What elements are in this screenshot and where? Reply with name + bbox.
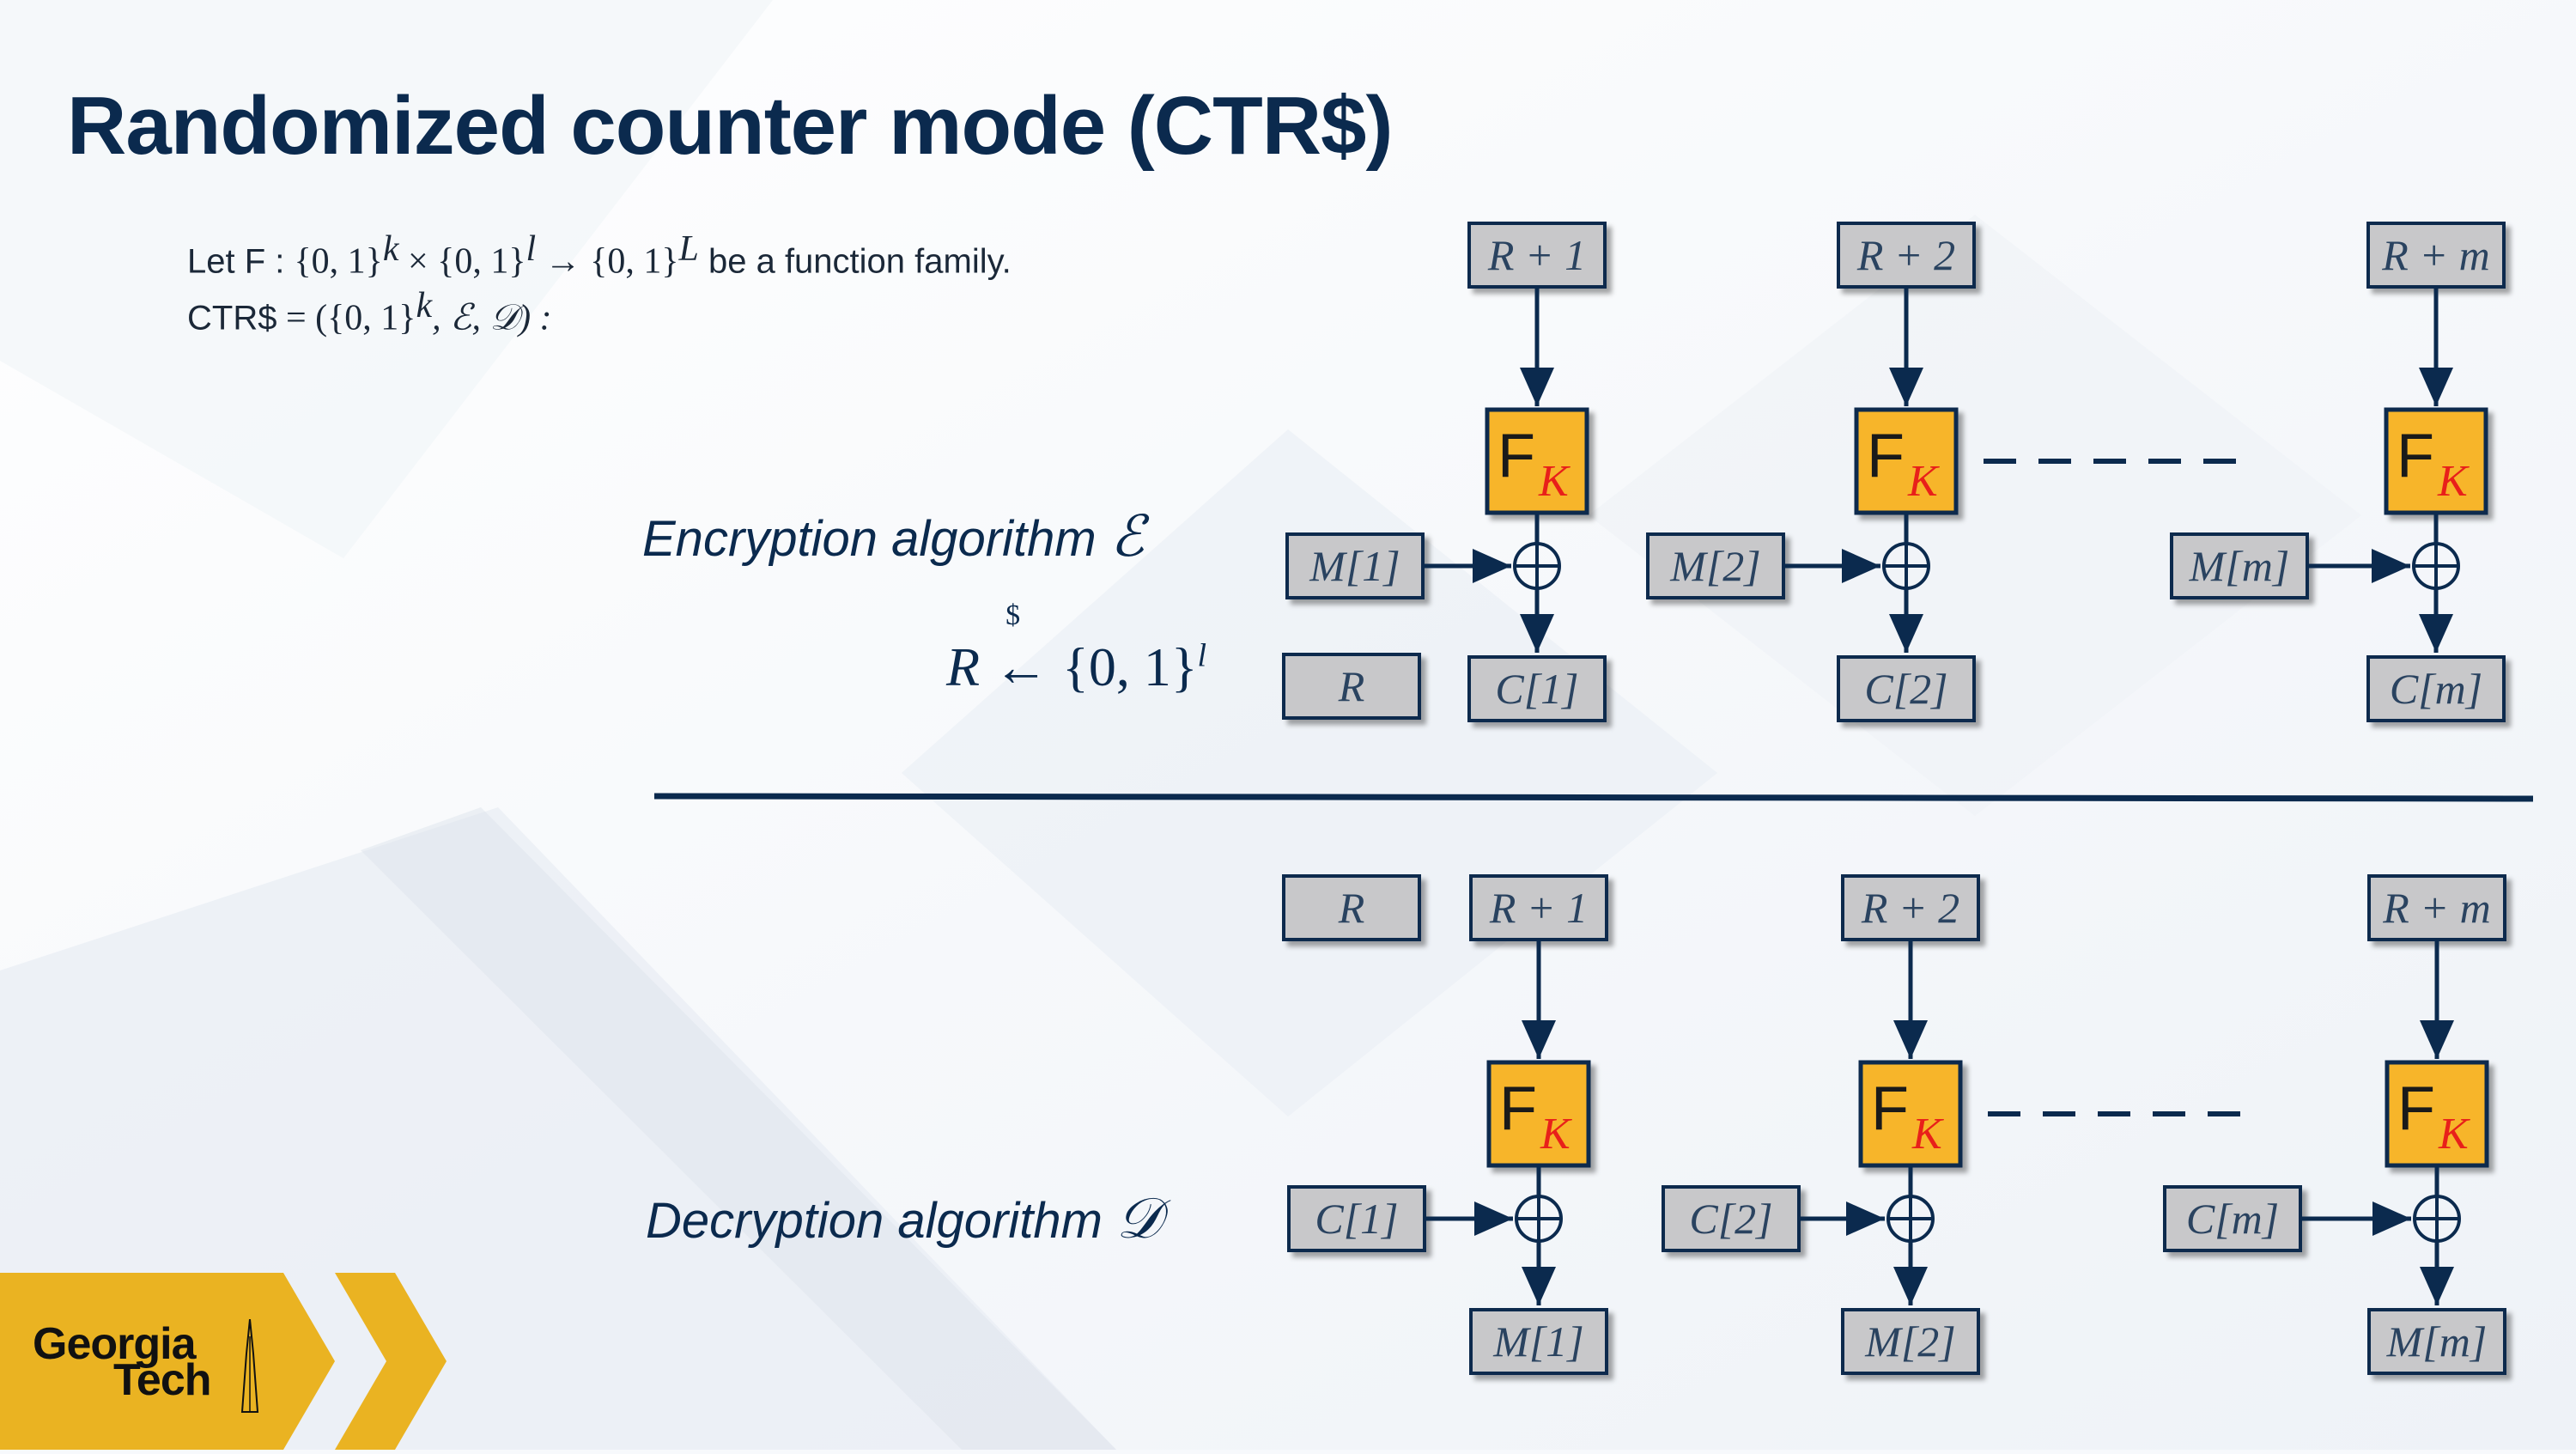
def-times: × xyxy=(398,241,438,282)
dec-fk-box-2-k: K xyxy=(1911,1110,1944,1159)
def-set2: {0, 1} xyxy=(437,241,526,282)
dec-output-box-3 xyxy=(2367,1308,2506,1375)
sampling-arrow: ← xyxy=(993,636,1049,697)
random-sampling: R $← {0, 1}l xyxy=(946,599,1207,699)
dec-r-box-label: R xyxy=(1338,884,1365,932)
scheme-set: {0, 1} xyxy=(327,298,416,338)
def-set1: {0, 1} xyxy=(294,241,383,282)
dec-output-box-1 xyxy=(1469,1308,1608,1375)
enc-counter-box-1 xyxy=(1467,222,1607,289)
enc-fk-box-2-f: F xyxy=(1867,422,1905,490)
logo-wordmark: Georgia Tech xyxy=(33,1319,212,1405)
dec-input-box-1-label: C[1] xyxy=(1315,1195,1398,1243)
scheme-rest: , ℰ, 𝒟) : xyxy=(432,298,552,338)
enc-output-box-1 xyxy=(1467,655,1607,722)
dec-output-box-2 xyxy=(1841,1308,1980,1375)
sampling-arrow-wrap: $← xyxy=(993,599,1049,699)
enc-input-box-2-label: M[2] xyxy=(1669,542,1761,590)
sampling-var: R xyxy=(946,636,981,697)
sampling-set: {0, 1} xyxy=(1048,636,1198,697)
scheme-eq: = ( xyxy=(276,298,328,338)
sampling-sup: l xyxy=(1197,637,1207,674)
dec-input-box-3-label: C[m] xyxy=(2186,1195,2279,1243)
logo-line2: Tech xyxy=(113,1355,212,1405)
slide-title: Randomized counter mode (CTR$) xyxy=(67,80,1393,172)
enc-counter-box-3-label: R + m xyxy=(2381,231,2489,279)
dec-counter-box-1-label: R + 1 xyxy=(1489,884,1588,932)
decryption-symbol: 𝒟 xyxy=(1116,1185,1162,1251)
enc-output-box-1-label: C[1] xyxy=(1495,665,1578,713)
encryption-symbol: ℰ xyxy=(1109,503,1145,569)
dec-input-box-1 xyxy=(1287,1185,1426,1252)
enc-input-box-2 xyxy=(1646,532,1785,599)
enc-r-box-label: R xyxy=(1338,662,1365,710)
dec-fk-box-3-k: K xyxy=(2438,1110,2470,1159)
enc-r-box xyxy=(1282,653,1421,720)
dec-input-box-2 xyxy=(1662,1185,1801,1252)
georgia-tech-logo: Georgia Tech xyxy=(0,1273,455,1450)
logo-line1: Georgia xyxy=(33,1319,196,1369)
scheme-sup: k xyxy=(416,286,433,325)
def-suffix: be a function family. xyxy=(698,242,1012,281)
dec-counter-box-1 xyxy=(1469,874,1608,941)
function-family-definition: Let F : {0, 1}k × {0, 1}l → {0, 1}L be a… xyxy=(187,228,1012,282)
enc-fk-box-1 xyxy=(1485,407,1589,515)
def-arrow: → xyxy=(536,241,591,282)
decryption-label-text: Decryption algorithm xyxy=(646,1193,1103,1249)
enc-fk-box-2-k: K xyxy=(1907,457,1940,506)
decryption-label: Decryption algorithm 𝒟 xyxy=(646,1185,1162,1253)
def-set3: {0, 1} xyxy=(590,241,679,282)
encryption-label: Encryption algorithm ℰ xyxy=(642,503,1145,569)
dec-r-box xyxy=(1282,874,1421,941)
enc-output-box-3-label: C[m] xyxy=(2390,665,2482,713)
enc-fk-box-2 xyxy=(1854,407,1959,515)
dec-fk-box-3 xyxy=(2385,1060,2489,1168)
dec-counter-box-3-label: R + m xyxy=(2382,884,2490,932)
enc-fk-box-3-k: K xyxy=(2437,457,2470,506)
dec-output-box-2-label: M[2] xyxy=(1864,1317,1956,1366)
dec-fk-box-1-f: F xyxy=(1499,1074,1537,1143)
scheme-definition: CTR$ = ({0, 1}k, ℰ, 𝒟) : xyxy=(187,285,552,338)
logo-chevrons xyxy=(0,1273,447,1450)
dec-output-box-1-label: M[1] xyxy=(1492,1317,1584,1366)
enc-fk-box-1-f: F xyxy=(1498,422,1535,490)
enc-fk-box-3-f: F xyxy=(2397,422,2434,490)
enc-output-box-2 xyxy=(1837,655,1976,722)
enc-input-box-1-label: M[1] xyxy=(1309,542,1400,590)
section-divider xyxy=(653,793,2534,802)
enc-counter-box-2-label: R + 2 xyxy=(1856,231,1955,279)
encryption-label-text: Encryption algorithm xyxy=(642,511,1097,567)
dec-fk-box-1-k: K xyxy=(1540,1110,1572,1159)
tower-icon xyxy=(240,1319,259,1413)
dec-input-box-3 xyxy=(2163,1185,2302,1252)
def-sup1: k xyxy=(382,229,399,269)
enc-output-box-3 xyxy=(2366,655,2506,722)
enc-output-box-2-label: C[2] xyxy=(1864,665,1947,713)
dec-counter-box-2-label: R + 2 xyxy=(1861,884,1959,932)
dec-output-box-3-label: M[m] xyxy=(2386,1317,2488,1366)
scheme-name: CTR$ xyxy=(187,299,277,338)
dec-fk-box-2-f: F xyxy=(1871,1074,1909,1143)
dec-input-box-2-label: C[2] xyxy=(1689,1195,1772,1243)
def-sup2: l xyxy=(526,229,537,269)
enc-counter-box-2 xyxy=(1837,222,1976,289)
enc-fk-box-3 xyxy=(2384,407,2488,515)
def-sup3: L xyxy=(678,229,699,269)
enc-counter-box-1-label: R + 1 xyxy=(1487,231,1586,279)
def-prefix: Let F : xyxy=(187,242,295,281)
enc-input-box-3-label: M[m] xyxy=(2189,542,2290,590)
dec-fk-box-3-f: F xyxy=(2397,1074,2435,1143)
enc-fk-box-1-k: K xyxy=(1538,457,1571,506)
dollar-sign: $ xyxy=(1005,599,1021,631)
